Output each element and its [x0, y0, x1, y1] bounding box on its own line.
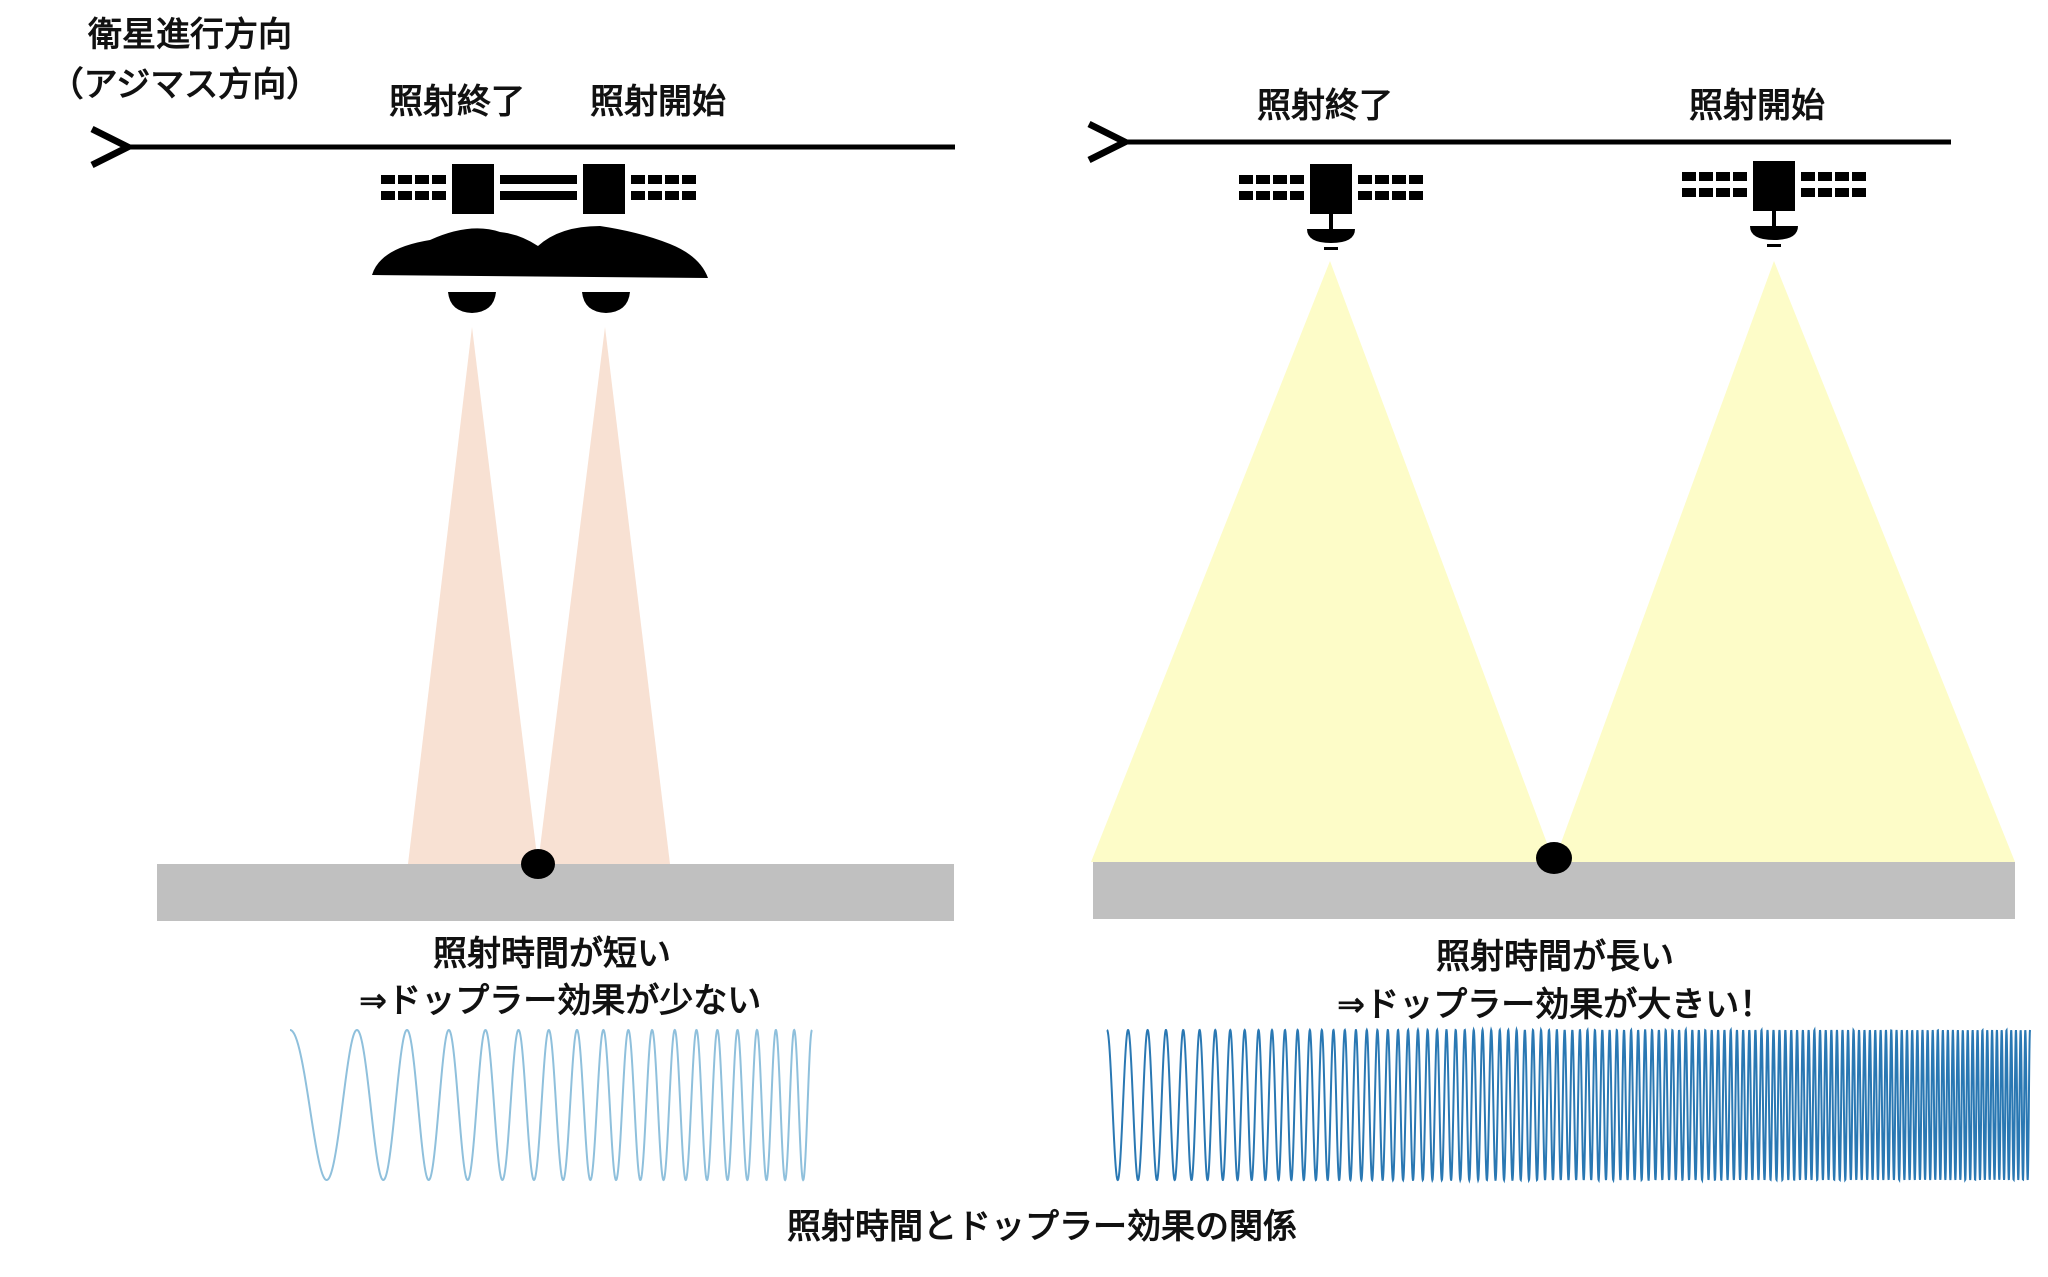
left-antenna-cloud: [372, 226, 708, 278]
right-label-start: 照射開始: [1689, 86, 1825, 126]
left-dish-start: [582, 292, 630, 313]
left-beam-start: [538, 327, 670, 864]
right-result-line1: 照射時間が長い: [1436, 937, 1674, 977]
left-result-line1: 照射時間が短い: [433, 934, 671, 974]
left-beam-end: [408, 327, 538, 864]
caption: 照射時間とドップラー効果の関係: [787, 1207, 1297, 1247]
left-dish-end: [448, 292, 496, 313]
right-target-point: [1536, 842, 1572, 874]
left-ground: [157, 864, 954, 921]
right-satellite-end: [1239, 164, 1423, 250]
left-label-start: 照射開始: [590, 82, 726, 122]
left-panel: 照射終了 照射開始 照射時間が短い ⇒ドップラー効果が少ない: [128, 82, 955, 1182]
left-label-end: 照射終了: [389, 82, 525, 122]
direction-label-line2: （アジマス方向）: [50, 65, 321, 105]
right-beam-end: [1091, 261, 1554, 862]
right-result-line2: ⇒ドップラー効果が大きい！: [1337, 985, 1774, 1025]
left-satellite-start: [512, 164, 696, 214]
right-panel: 照射終了 照射開始 照射時間が長い ⇒ドップラー効果が大きい！: [1091, 86, 2031, 1184]
right-doppler-wave: [1106, 1026, 2031, 1184]
right-label-end: 照射終了: [1257, 86, 1393, 126]
direction-label-line1: 衛星進行方向: [87, 15, 292, 55]
left-doppler-wave: [289, 1028, 813, 1182]
right-beam-start: [1554, 261, 2015, 862]
left-target-point: [521, 849, 555, 879]
left-result-line2: ⇒ドップラー効果が少ない: [359, 981, 762, 1021]
left-satellite-end: [381, 164, 565, 214]
right-satellite-start: [1682, 161, 1866, 247]
